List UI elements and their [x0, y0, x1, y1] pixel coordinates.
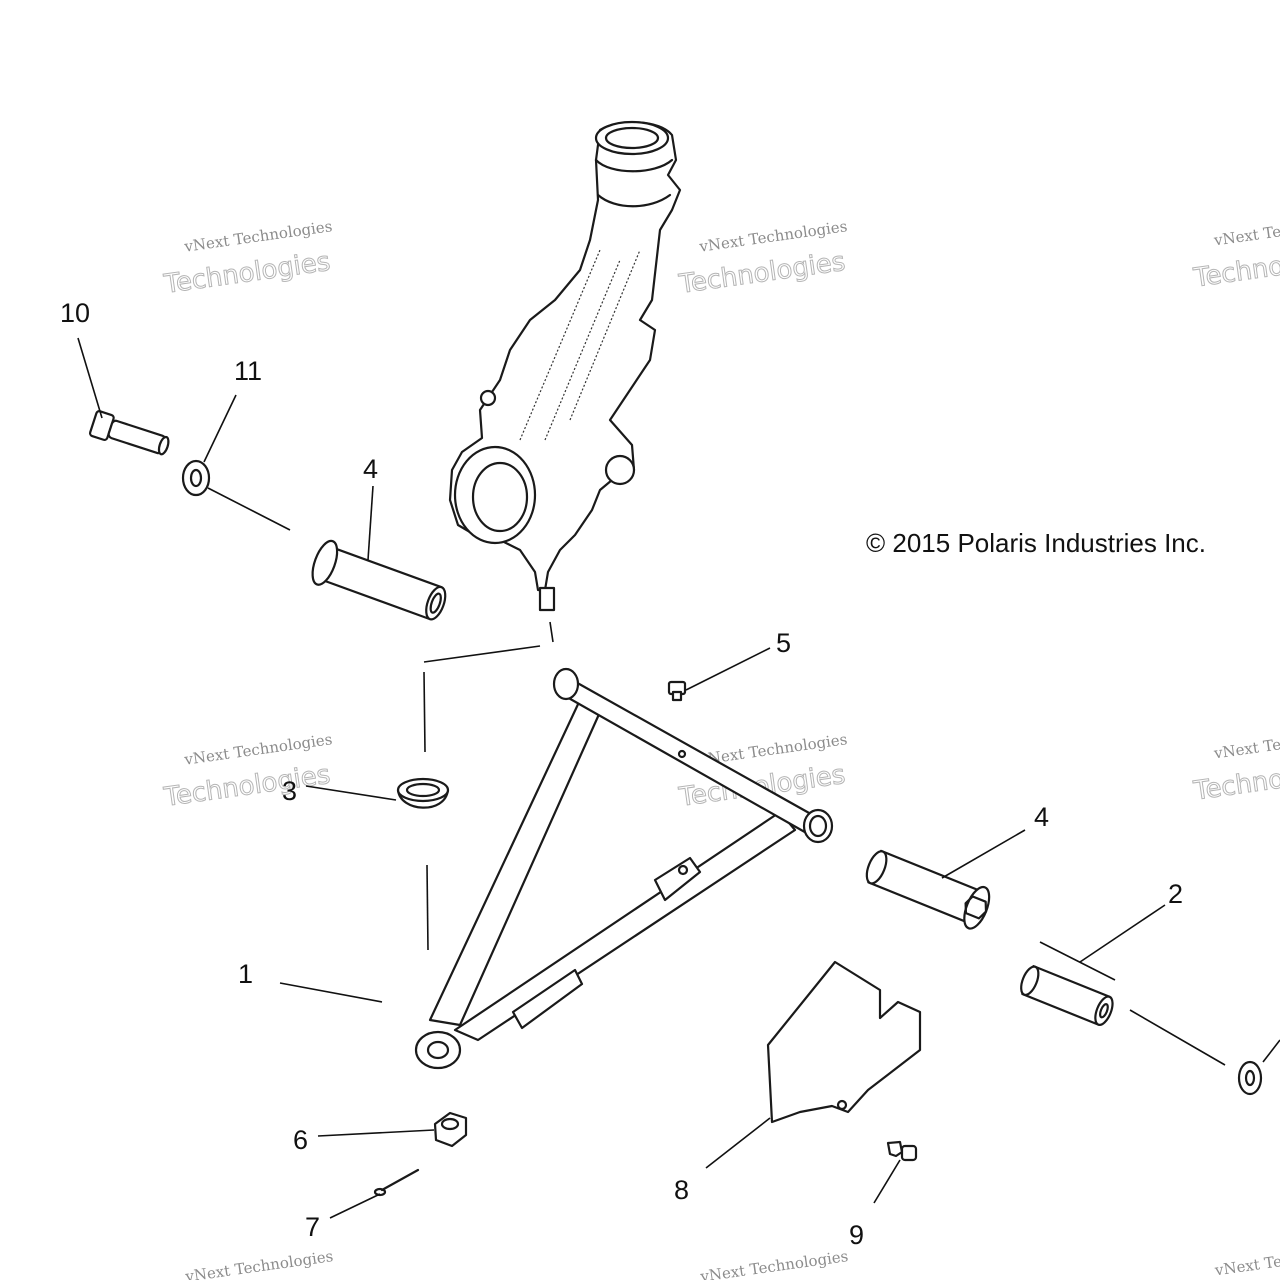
- watermark-bottom-left: vNext Technologies: [183, 1247, 334, 1280]
- a-arm-guard: [766, 960, 922, 1124]
- callout-number: 2: [1168, 879, 1183, 909]
- callout-number: 9: [849, 1220, 864, 1250]
- watermark-text: Technologies: [1191, 754, 1280, 807]
- grease-fitting: [667, 680, 687, 702]
- watermark-text: Technologies: [1191, 241, 1280, 294]
- assembly-guide-lines: [207, 487, 1226, 1066]
- watermark-text: vNext Technologies: [1213, 1241, 1280, 1280]
- castle-nut: [433, 1111, 468, 1148]
- watermark-top-right: vNext Technologies Technologies: [1191, 211, 1280, 294]
- callout-number: 4: [363, 454, 378, 484]
- watermark-text: vNext Technologies: [1212, 211, 1280, 250]
- watermark-text: vNext Technologies: [698, 1247, 849, 1280]
- bushing-lower: [865, 849, 991, 930]
- washer-upper: [181, 459, 211, 497]
- watermark-top-center: vNext Technologies Technologies: [676, 217, 848, 300]
- callout-number: 8: [674, 1175, 689, 1205]
- callout-number: 6: [293, 1125, 308, 1155]
- steering-knuckle: [448, 120, 682, 612]
- pivot-tube: [1020, 965, 1114, 1026]
- ball-joint-cup: [396, 777, 450, 809]
- callout-number: 7: [305, 1212, 320, 1242]
- a-arm: [414, 667, 834, 1070]
- watermark-middle-left: vNext Technologies Technologies: [161, 730, 333, 813]
- flange-bolt: [88, 410, 170, 456]
- watermark-text: vNext Technologies: [183, 1247, 334, 1280]
- callout-number: 1: [238, 959, 253, 989]
- callout-numbers: 10 11 4 5 3 4 2 1 6 8 7 9: [60, 298, 1183, 1250]
- callout-number: 4: [1034, 802, 1049, 832]
- watermark-text: vNext Technologies: [1212, 724, 1280, 763]
- watermark-top-left: vNext Technologies Technologies: [161, 217, 333, 300]
- callout-number: 5: [776, 628, 791, 658]
- callout-number: 3: [282, 776, 297, 806]
- watermark-middle-right: vNext Technologies Technologies: [1191, 724, 1280, 807]
- guard-bolt: [886, 1140, 918, 1162]
- callout-number: 11: [234, 356, 262, 386]
- callout-number: 10: [60, 298, 90, 328]
- bushing-upper: [311, 539, 447, 621]
- callout-leaders: [77, 337, 1280, 1219]
- cotter-pin: [373, 1168, 420, 1197]
- washer-lower: [1237, 1060, 1263, 1096]
- copyright-notice: © 2015 Polaris Industries Inc.: [866, 528, 1206, 558]
- watermark-bottom-right: vNext Technologies: [1213, 1241, 1280, 1280]
- watermark-bottom-center: vNext Technologies: [698, 1247, 849, 1280]
